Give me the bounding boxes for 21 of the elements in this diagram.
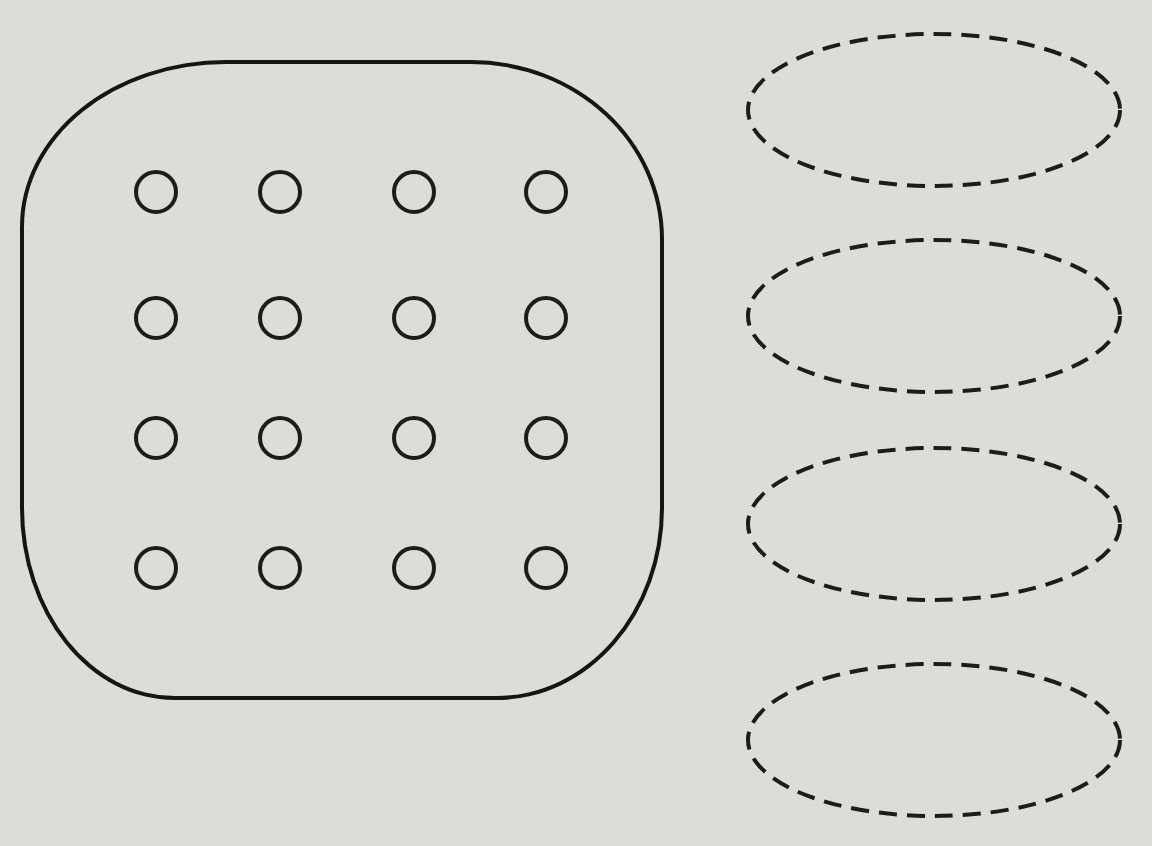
small-circle <box>134 416 178 460</box>
small-circle <box>524 416 568 460</box>
dashed-oval <box>744 30 1124 190</box>
small-circle <box>258 546 302 590</box>
small-circle <box>258 170 302 214</box>
dashed-oval <box>744 444 1124 604</box>
small-circle <box>392 296 436 340</box>
small-circle <box>392 416 436 460</box>
small-circle <box>134 296 178 340</box>
small-circle <box>134 170 178 214</box>
dashed-oval <box>744 236 1124 396</box>
small-circle <box>134 546 178 590</box>
small-circle <box>258 296 302 340</box>
small-circle <box>392 170 436 214</box>
small-circle <box>258 416 302 460</box>
small-circle <box>524 296 568 340</box>
dashed-oval <box>744 660 1124 820</box>
small-circle <box>524 170 568 214</box>
small-circle <box>392 546 436 590</box>
small-circle <box>524 546 568 590</box>
rounded-outline <box>20 60 664 700</box>
